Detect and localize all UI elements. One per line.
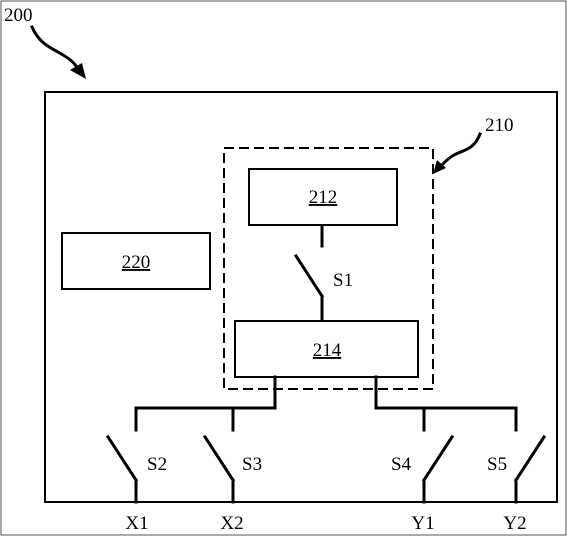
ref-arrowhead-210 (433, 160, 446, 174)
switch-s2-blade (105, 434, 139, 483)
switch-s1-label: S1 (333, 270, 353, 291)
switch-s5-label: S5 (487, 454, 507, 475)
switch-s5-blade (513, 434, 547, 483)
ref-arrowhead-200 (70, 63, 86, 79)
block-214 (234, 320, 419, 378)
terminal-y1-label: Y1 (411, 513, 434, 534)
block-212 (248, 168, 398, 226)
ref-arrow-210 (438, 132, 482, 169)
terminal-x2-label: X2 (220, 513, 243, 534)
terminal-y2-label: Y2 (503, 513, 526, 534)
switch-s3-blade (202, 434, 236, 483)
switch-s1-blade (293, 253, 325, 299)
terminal-x1-label: X1 (125, 513, 148, 534)
block-214-label: 214 (313, 340, 342, 361)
switch-s2-label: S2 (147, 454, 167, 475)
block-220 (61, 232, 211, 290)
switch-s4-label: S4 (391, 454, 412, 475)
switch-s4-blade (421, 434, 455, 483)
block-212-label: 212 (309, 187, 338, 208)
block-220-label: 220 (122, 252, 151, 273)
ref-label-200: 200 (4, 5, 33, 26)
ref-arrow-200 (30, 25, 83, 75)
device-outer-box (44, 91, 558, 503)
ref-label-210: 210 (485, 115, 514, 136)
switch-s3-label: S3 (242, 454, 262, 475)
